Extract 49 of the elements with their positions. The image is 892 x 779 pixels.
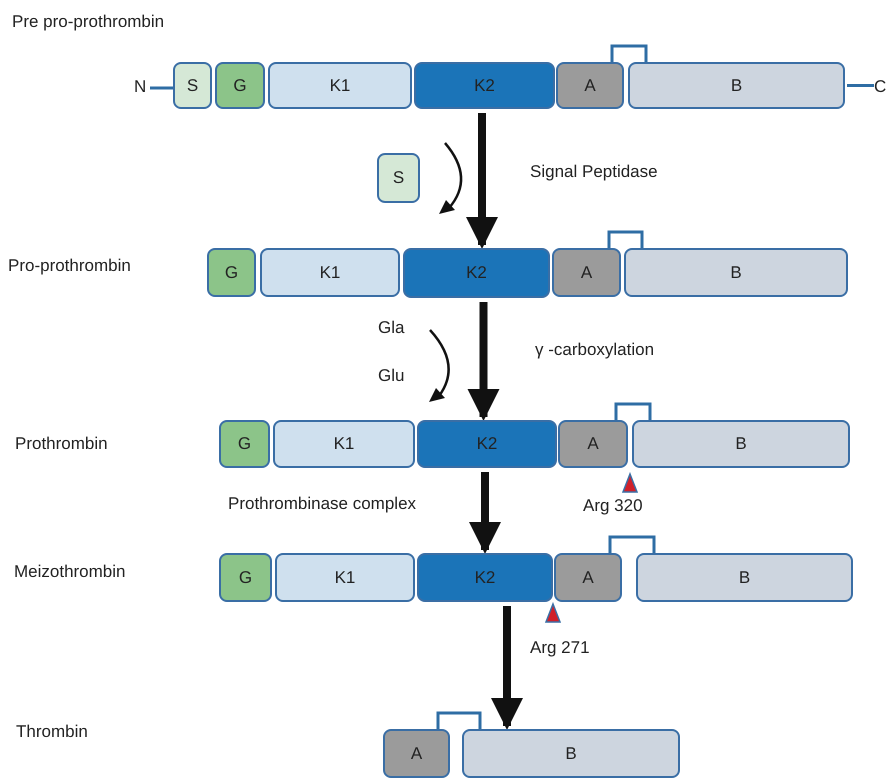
text-label: Signal Peptidase [530, 162, 658, 182]
text-label: Meizothrombin [14, 562, 126, 582]
text-label: Prothrombin [15, 434, 108, 454]
domain-box: K1 [273, 420, 415, 468]
text-label: Thrombin [16, 722, 88, 742]
domain-box: B [462, 729, 680, 778]
arrow [466, 113, 498, 249]
domain-box: K2 [417, 553, 553, 602]
domain-box: B [632, 420, 850, 468]
text-label: Arg 271 [530, 638, 590, 658]
domain-box: K2 [403, 248, 550, 298]
chain-line [847, 84, 874, 87]
disulfide-bridge [436, 712, 482, 729]
domain-box: A [552, 248, 621, 297]
domain-box: S [377, 153, 420, 203]
text-label: Pre pro-prothrombin [12, 12, 164, 32]
domain-box: B [624, 248, 848, 297]
disulfide-bridge [608, 536, 656, 553]
text-label: γ -carboxylation [535, 340, 654, 360]
text-label: Prothrombinase complex [228, 494, 416, 514]
domain-box: A [556, 62, 624, 109]
domain-box: S [173, 62, 212, 109]
disulfide-bridge [610, 44, 648, 62]
domain-box: B [636, 553, 853, 602]
arrow [469, 472, 501, 554]
domain-box: G [207, 248, 256, 297]
domain-box: K1 [275, 553, 415, 602]
text-label: Pro-prothrombin [8, 256, 131, 276]
text-label: Glu [378, 366, 404, 386]
domain-box: K1 [260, 248, 400, 297]
domain-box: G [219, 420, 270, 468]
domain-box: K1 [268, 62, 412, 109]
disulfide-bridge [608, 230, 644, 248]
domain-box: B [628, 62, 845, 109]
domain-box: A [558, 420, 628, 468]
domain-box: K2 [414, 62, 555, 109]
text-label: Arg 320 [583, 496, 643, 516]
domain-box: G [215, 62, 265, 109]
terminus-label: C [874, 77, 886, 97]
domain-box: A [554, 553, 622, 602]
domain-box: K2 [417, 420, 557, 468]
domain-box: G [219, 553, 272, 602]
arrow [491, 606, 523, 730]
chain-line [150, 86, 173, 90]
arrow [468, 302, 500, 421]
domain-box: A [383, 729, 450, 778]
disulfide-bridge [614, 402, 652, 420]
terminus-label: N [134, 77, 146, 97]
text-label: Gla [378, 318, 404, 338]
